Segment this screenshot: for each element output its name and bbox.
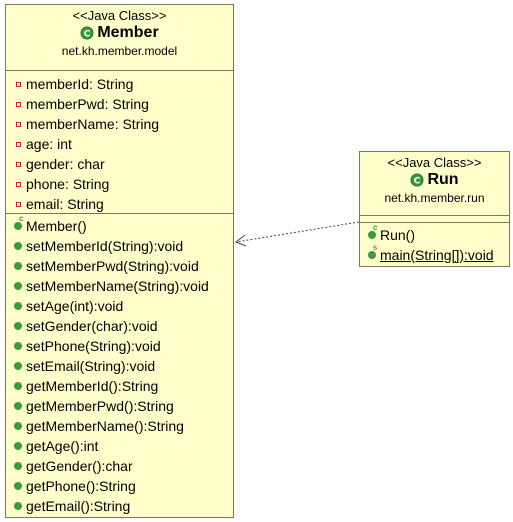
class-package: net.kh.member.run [384, 191, 485, 205]
method-label: main(String[]):void [380, 247, 494, 263]
method-label: Run() [380, 227, 416, 243]
method-label: getGender():char [26, 458, 133, 474]
constructor-icon: c [11, 215, 25, 230]
method-label: setMemberId(String):void [26, 238, 184, 254]
public-method-icon [11, 382, 25, 390]
method-label: getAge():int [26, 438, 99, 454]
method-label: setPhone(String):void [26, 338, 161, 354]
method-row[interactable]: getPhone():String [6, 476, 233, 496]
private-field-icon [11, 141, 25, 147]
method-row[interactable]: getMemberPwd():String [6, 396, 233, 416]
method-label: setEmail(String):void [26, 358, 156, 374]
private-field-icon [11, 161, 25, 167]
method-row[interactable]: getMemberName():String [6, 416, 233, 436]
dependency-line [235, 221, 360, 243]
class-run[interactable]: <<Java Class>> C Run net.kh.member.run c… [359, 151, 510, 267]
class-package: net.kh.member.model [61, 44, 178, 58]
class-title: C Member [6, 23, 233, 43]
method-row[interactable]: setEmail(String):void [6, 356, 233, 376]
attribute-label: phone: String [26, 176, 110, 192]
class-header: <<Java Class>> C Member net.kh.member.mo… [6, 5, 233, 70]
class-header: <<Java Class>> C Run net.kh.member.run [360, 152, 509, 215]
method-label: getEmail():String [26, 498, 131, 514]
method-row[interactable]: setGender(char):void [6, 316, 233, 336]
method-row[interactable]: getAge():int [6, 436, 233, 456]
method-label: setMemberName(String):void [26, 278, 209, 294]
class-name: Run [427, 171, 459, 188]
private-field-icon [11, 181, 25, 187]
method-row[interactable]: getGender():char [6, 456, 233, 476]
public-method-icon [11, 422, 25, 430]
private-field-icon [11, 121, 25, 127]
attribute-row[interactable]: memberName: String [6, 114, 233, 134]
method-label: getMemberId():String [26, 378, 159, 394]
class-member[interactable]: <<Java Class>> C Member net.kh.member.mo… [5, 4, 234, 518]
public-method-icon [11, 442, 25, 450]
class-icon: C [80, 26, 94, 40]
constructor-icon: c [365, 224, 379, 239]
attributes-section [360, 215, 509, 222]
attribute-row[interactable]: age: int [6, 134, 233, 154]
public-method-icon [11, 282, 25, 290]
class-icon: C [410, 173, 424, 187]
method-label: getPhone():String [26, 478, 136, 494]
method-row[interactable]: setPhone(String):void [6, 336, 233, 356]
class-title: C Run [360, 170, 509, 190]
method-label: setGender(char):void [26, 318, 158, 334]
attribute-row[interactable]: memberId: String [6, 74, 233, 94]
attribute-row[interactable]: email: String [6, 194, 233, 214]
method-row[interactable]: setMemberId(String):void [6, 236, 233, 256]
public-method-icon [11, 482, 25, 490]
method-row[interactable]: setMemberPwd(String):void [6, 256, 233, 276]
attribute-label: age: int [26, 136, 72, 152]
method-row[interactable]: getEmail():String [6, 496, 233, 516]
public-method-icon [11, 302, 25, 310]
class-name: Member [97, 24, 159, 41]
public-method-icon [11, 242, 25, 250]
class-stereotype: <<Java Class>> [387, 155, 482, 170]
method-label: setAge(int):void [26, 298, 124, 314]
public-method-icon [11, 322, 25, 330]
class-stereotype: <<Java Class>> [72, 8, 167, 23]
attribute-label: memberName: String [26, 116, 160, 132]
attributes-section: memberId: String memberPwd: String memberN… [6, 70, 233, 213]
attribute-label: memberPwd: String [26, 96, 149, 112]
method-label: setMemberPwd(String):void [26, 258, 199, 274]
public-method-icon [11, 362, 25, 370]
attribute-row[interactable]: memberPwd: String [6, 94, 233, 114]
private-field-icon [11, 201, 25, 207]
static-method-icon: s [365, 244, 379, 259]
attribute-row[interactable]: gender: char [6, 154, 233, 174]
method-row[interactable]: setMemberName(String):void [6, 276, 233, 296]
public-method-icon [11, 262, 25, 270]
attribute-row[interactable]: phone: String [6, 174, 233, 194]
private-field-icon [11, 81, 25, 87]
method-row[interactable]: setAge(int):void [6, 296, 233, 316]
public-method-icon [11, 462, 25, 470]
attribute-label: email: String [26, 196, 104, 212]
public-method-icon [11, 342, 25, 350]
svg-text:C: C [414, 177, 421, 187]
method-label: getMemberName():String [26, 418, 184, 434]
method-row[interactable]: getMemberId():String [6, 376, 233, 396]
dependency-arrowhead [235, 234, 247, 247]
method-label: Member() [26, 218, 87, 234]
public-method-icon [11, 502, 25, 510]
method-label: getMemberPwd():String [26, 398, 174, 414]
private-field-icon [11, 101, 25, 107]
svg-text:C: C [84, 30, 91, 40]
attribute-label: memberId: String [26, 76, 134, 92]
public-method-icon [11, 402, 25, 410]
attribute-label: gender: char [26, 156, 105, 172]
